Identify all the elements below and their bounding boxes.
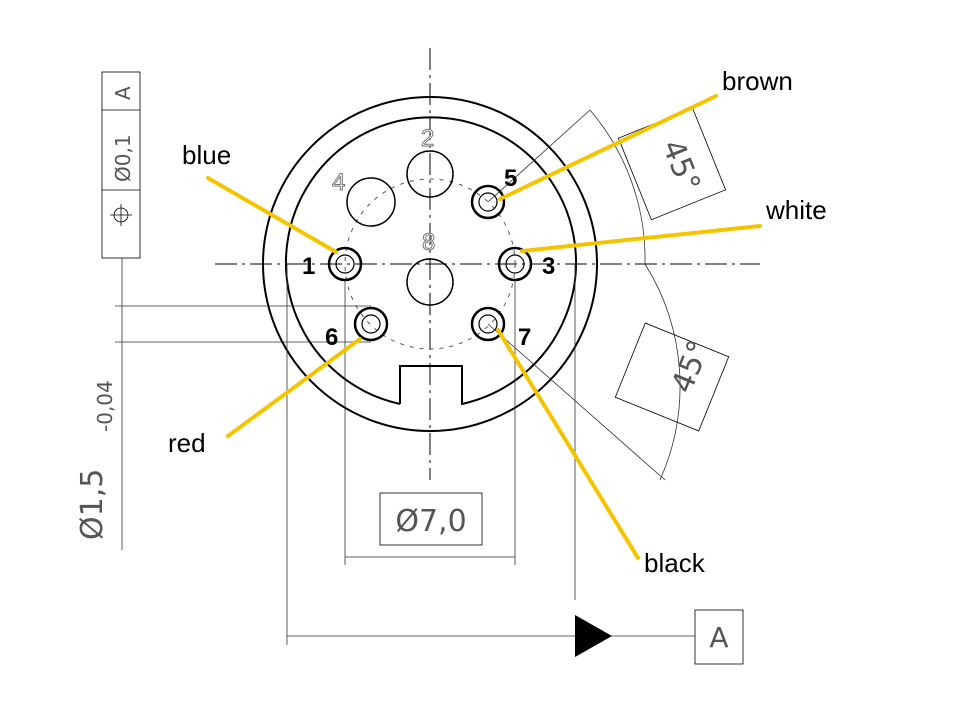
pin-5-label: 5 xyxy=(504,165,517,192)
datum-text: A xyxy=(709,621,728,654)
label-black: black xyxy=(644,548,705,578)
wire-white xyxy=(520,224,762,253)
angle-leg-line xyxy=(487,323,666,481)
datum-box xyxy=(694,609,744,665)
pin-2 xyxy=(406,150,454,198)
pin-1-bore xyxy=(335,254,355,274)
label-white: white xyxy=(766,195,827,225)
pin-3-label: 3 xyxy=(542,253,555,280)
pin-7-label: 7 xyxy=(518,324,531,351)
wire-red xyxy=(226,337,362,438)
pin-diameter-text: Ø1,5 xyxy=(75,469,110,540)
pin-1-label: 1 xyxy=(302,253,315,280)
angle-bottom-text: 45° xyxy=(665,336,717,398)
position-symbol-icon xyxy=(110,204,132,226)
angle-top-text: 45° xyxy=(655,135,707,197)
pin-8-label: 8 xyxy=(422,229,435,256)
angle-arc-top xyxy=(589,109,646,265)
label-brown: brown xyxy=(722,66,793,96)
pin-4 xyxy=(346,177,396,227)
position-tolerance-text: Ø0,1 xyxy=(111,134,135,182)
pin-4-label: 4 xyxy=(332,169,345,196)
pin-pitch-circle xyxy=(344,178,516,350)
pin-5-bore xyxy=(478,192,498,212)
wire-black xyxy=(496,328,640,560)
label-red: red xyxy=(168,428,206,458)
outer-circle xyxy=(262,96,598,432)
position-tolerance-frame xyxy=(101,71,141,259)
label-blue: blue xyxy=(182,140,232,170)
pin-8 xyxy=(406,258,454,306)
angle-leg-line xyxy=(487,109,591,203)
angle-bottom-box xyxy=(614,322,730,432)
pin-7-bore xyxy=(478,314,498,334)
pin-6-bore xyxy=(361,314,381,334)
datum-ref-text: A xyxy=(111,86,135,100)
extension-lines xyxy=(115,109,695,645)
pin-7 xyxy=(470,306,506,342)
datum-triangle-icon xyxy=(575,615,612,657)
pin-6 xyxy=(353,306,389,342)
pin-tolerance-text: -0,04 xyxy=(93,380,117,432)
pin-5 xyxy=(470,184,506,220)
diameter-box xyxy=(379,492,483,546)
pin-2-label: 2 xyxy=(421,125,434,152)
diameter-text: Ø7,0 xyxy=(395,504,466,539)
angle-arc-bottom xyxy=(644,263,681,481)
pin-3-bore xyxy=(505,254,525,274)
inner-circle-with-key xyxy=(285,116,577,406)
wire-blue xyxy=(206,176,338,254)
pin-6-label: 6 xyxy=(325,324,338,351)
wire-brown xyxy=(498,94,718,201)
